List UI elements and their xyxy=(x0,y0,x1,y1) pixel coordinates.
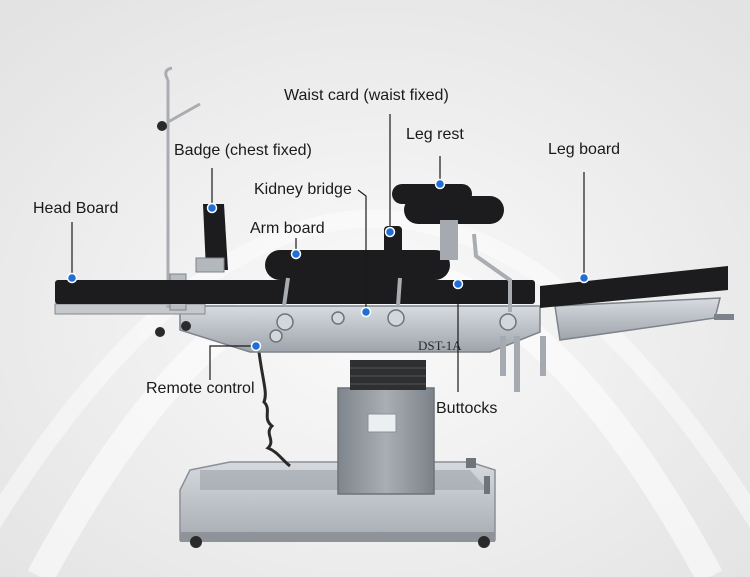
callout-dot-waist-card xyxy=(384,226,396,238)
label-badge: Badge (chest fixed) xyxy=(174,142,312,159)
callout-dot-kidney-bridge xyxy=(360,306,372,318)
label-waist-card: Waist card (waist fixed) xyxy=(284,87,449,104)
callout-dot-buttocks xyxy=(452,278,464,290)
label-kidney-bridge: Kidney bridge xyxy=(254,181,352,198)
background-arc xyxy=(0,209,750,529)
label-buttocks: Buttocks xyxy=(436,400,498,417)
table-frame xyxy=(54,273,734,392)
callout-dot-leg-rest xyxy=(434,178,446,190)
remote-control-cable xyxy=(256,343,291,468)
callout-dot-arm-board xyxy=(290,248,302,260)
label-leg-rest: Leg rest xyxy=(406,126,464,143)
label-head-board: Head Board xyxy=(33,200,119,217)
callout-dot-remote-control xyxy=(250,340,262,352)
arm-board xyxy=(265,250,450,307)
badge-clamp xyxy=(195,257,225,273)
leg-rest xyxy=(392,184,512,312)
badge-chest-support xyxy=(203,204,228,270)
callout-line-kidney-bridge xyxy=(357,189,367,312)
callout-dot-head-board xyxy=(66,272,78,284)
label-remote-control: Remote control xyxy=(146,380,255,397)
callout-lines xyxy=(71,114,585,392)
lift-column xyxy=(337,360,435,495)
tabletop xyxy=(55,266,728,308)
callout-line-remote-control xyxy=(209,345,256,380)
callout-dots xyxy=(66,178,590,352)
callout-dot-leg-board xyxy=(578,272,590,284)
callout-dot-badge xyxy=(206,202,218,214)
model-plate: DST-1A xyxy=(418,338,462,353)
label-arm-board: Arm board xyxy=(250,220,325,237)
iv-pole xyxy=(157,66,201,308)
label-leg-board: Leg board xyxy=(548,141,621,158)
